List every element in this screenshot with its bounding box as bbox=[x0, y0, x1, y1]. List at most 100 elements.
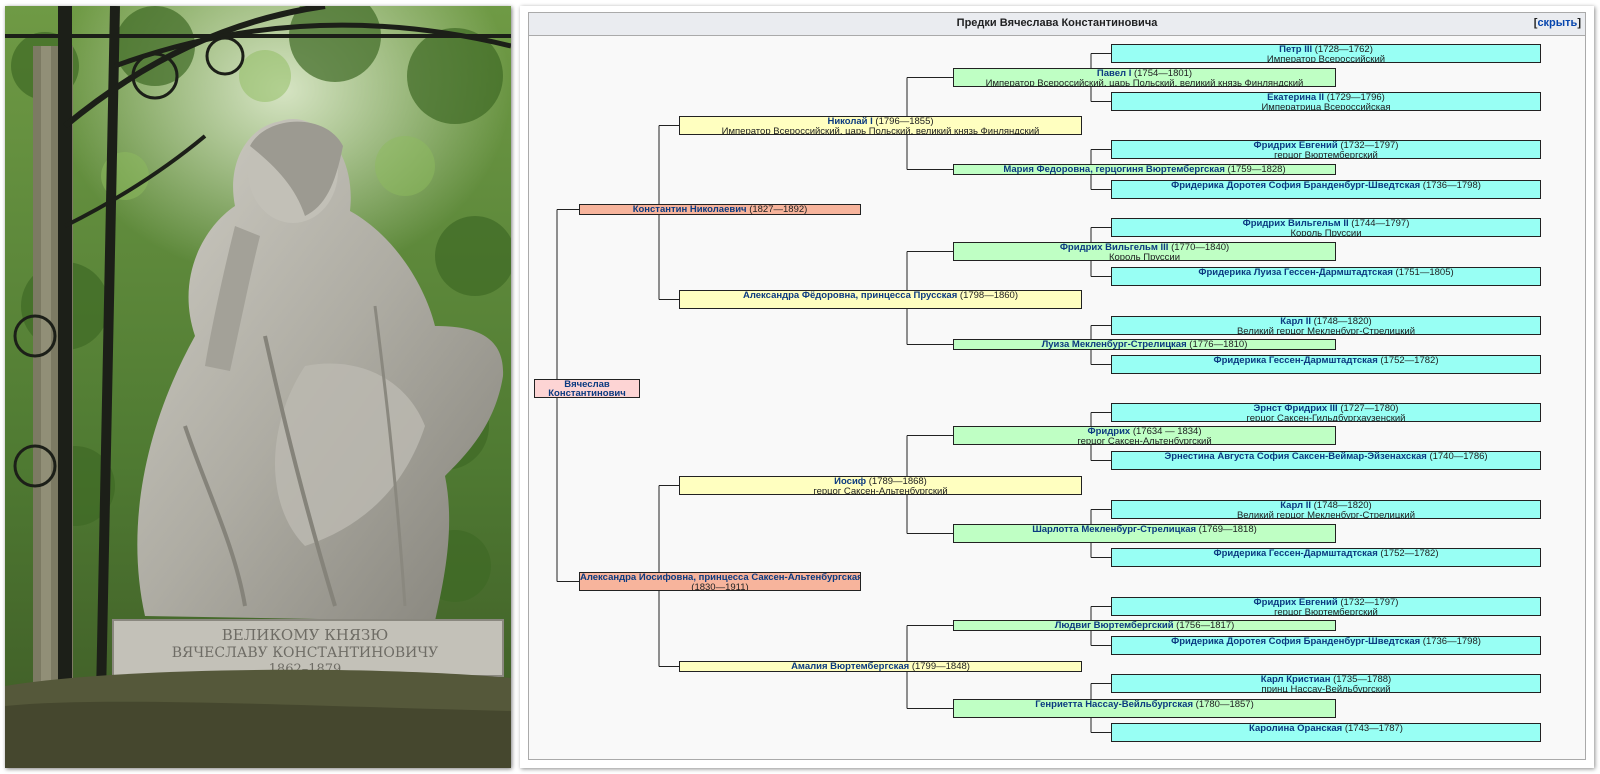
person-name-link[interactable]: Фридрих bbox=[1087, 426, 1131, 437]
ancestry-panel: Предки Вячеслава Константиновича [скрыть… bbox=[520, 6, 1594, 768]
person-box-gen3[interactable]: Мария Федоровна, герцогиня Вюртембергска… bbox=[953, 164, 1336, 175]
person-box-gen3[interactable]: Луиза Мекленбург-Стрелицкая (1776—1810) bbox=[953, 339, 1336, 350]
monument-photo: ВЕЛИКОМУ КНЯЗЮ ВЯЧЕСЛАВУ КОНСТАНТИНОВИЧУ… bbox=[5, 6, 511, 768]
person-name-link[interactable]: Генриетта Нассау-Вейльбургская bbox=[1035, 699, 1194, 710]
person-box-gen0[interactable]: Вячеслав Константинович bbox=[534, 379, 640, 398]
person-box-gen3[interactable]: Шарлотта Мекленбург-Стрелицкая (1769—181… bbox=[953, 524, 1336, 543]
person-box-gen1[interactable]: Александра Иосифовна, принцесса Саксен-А… bbox=[579, 572, 861, 591]
person-name-link[interactable]: Людвиг Вюртембергский bbox=[1054, 620, 1174, 631]
person-box-gen4[interactable]: Фридрих Евгений (1732—1797)герцог Вюртем… bbox=[1111, 140, 1541, 159]
person-dates: (17634 — 1834) bbox=[1130, 426, 1202, 437]
person-box-gen3[interactable]: Фридрих Вильгельм III (1770—1840)Король … bbox=[953, 242, 1336, 261]
person-dates: (1732—1797) bbox=[1337, 597, 1399, 608]
person-name-link[interactable]: Луиза Мекленбург-Стрелицкая bbox=[1041, 339, 1187, 350]
person-box-gen4[interactable]: Фридерика Доротея София Бранденбург-Швед… bbox=[1111, 180, 1541, 199]
person-name-link[interactable]: Амалия Вюртембергская bbox=[791, 661, 910, 672]
person-box-gen4[interactable]: Петр III (1728—1762)Император Всероссийс… bbox=[1111, 44, 1541, 63]
person-box-gen4[interactable]: Фридерика Доротея София Бранденбург-Швед… bbox=[1111, 636, 1541, 655]
person-dates: (1827—1892) bbox=[746, 204, 808, 215]
person-box-gen3[interactable]: Генриетта Нассау-Вейльбургская (1780—185… bbox=[953, 699, 1336, 718]
person-name-link[interactable]: Фридерика Доротея София Бранденбург-Швед… bbox=[1171, 636, 1421, 647]
person-box-gen3[interactable]: Людвиг Вюртембергский (1756—1817) bbox=[953, 620, 1336, 631]
person-box-gen4[interactable]: Эрнст Фридрих III (1727—1780)герцог Сакс… bbox=[1111, 403, 1541, 422]
person-name-link[interactable]: Павел I bbox=[1096, 68, 1132, 79]
person-box-gen4[interactable]: Фридерика Гессен-Дармштадтская (1752—178… bbox=[1111, 548, 1541, 567]
person-name-link[interactable]: Екатерина II bbox=[1267, 92, 1325, 103]
mourning-statue bbox=[137, 119, 504, 622]
person-box-gen1[interactable]: Константин Николаевич (1827—1892) bbox=[579, 204, 861, 215]
person-dates: (1770—1840) bbox=[1168, 242, 1230, 253]
person-dates: (1735—1788) bbox=[1330, 674, 1392, 685]
person-dates: (1799—1848) bbox=[909, 661, 970, 672]
person-name-link[interactable]: Фридрих Вильгельм III bbox=[1059, 242, 1169, 253]
tree-title: Предки Вячеслава Константиновича bbox=[956, 17, 1158, 29]
person-box-gen4[interactable]: Эрнестина Августа София Саксен-Веймар-Эй… bbox=[1111, 451, 1541, 470]
person-name-link[interactable]: Карл II bbox=[1280, 500, 1311, 511]
person-title: Великий герцог Мекленбург-Стрелицкий bbox=[1236, 326, 1416, 335]
person-title: принц Нассау-Вейльбургский bbox=[1261, 684, 1391, 693]
person-name-link[interactable]: Фридрих Евгений bbox=[1253, 597, 1338, 608]
person-dates: (1732—1797) bbox=[1337, 140, 1399, 151]
person-box-gen4[interactable]: Фридрих Евгений (1732—1797)герцог Вюртем… bbox=[1111, 597, 1541, 616]
person-box-gen4[interactable]: Каролина Оранская (1743—1787) bbox=[1111, 723, 1541, 742]
person-name-link[interactable]: Николай I bbox=[827, 116, 873, 127]
person-title: Император Всероссийский, царь Польский, … bbox=[721, 126, 1040, 135]
person-title: Великий герцог Мекленбург-Стрелицкий bbox=[1236, 510, 1416, 519]
person-name-link[interactable]: Эрнст Фридрих III bbox=[1253, 403, 1338, 414]
person-title: Император Всероссийский bbox=[1266, 54, 1386, 63]
person-name-link[interactable]: Каролина Оранская bbox=[1249, 723, 1343, 734]
person-box-gen4[interactable]: Фридерика Луиза Гессен-Дармштадтская (17… bbox=[1111, 267, 1541, 286]
person-name-link[interactable]: Вячеслав Константинович bbox=[548, 379, 626, 398]
person-box-gen2[interactable]: Александра Фёдоровна, принцесса Прусская… bbox=[679, 290, 1082, 309]
person-name-link[interactable]: Фридерика Луиза Гессен-Дармштадтская bbox=[1198, 267, 1393, 278]
person-box-gen4[interactable]: Карл Кристиан (1735—1788)принц Нассау-Ве… bbox=[1111, 674, 1541, 693]
person-title: Король Пруссии bbox=[1290, 228, 1362, 237]
person-box-gen4[interactable]: Карл II (1748—1820)Великий герцог Меклен… bbox=[1111, 316, 1541, 335]
person-dates: (1759—1828) bbox=[1224, 164, 1286, 175]
person-name-link[interactable]: Карл II bbox=[1280, 316, 1311, 327]
person-dates: (1780—1857) bbox=[1193, 699, 1254, 710]
person-box-gen2[interactable]: Николай I (1796—1855)Император Всероссий… bbox=[679, 116, 1082, 135]
person-dates: (1751—1805) bbox=[1392, 267, 1454, 278]
person-name-link[interactable]: Константин Николаевич bbox=[632, 204, 747, 215]
person-dates: (1769—1818) bbox=[1196, 524, 1257, 535]
person-name-link[interactable]: Александра Фёдоровна, принцесса Прусская bbox=[743, 290, 958, 301]
person-name-link[interactable]: Фридерика Гессен-Дармштадтская bbox=[1213, 355, 1378, 366]
person-name-link[interactable]: Фридерика Гессен-Дармштадтская bbox=[1213, 548, 1378, 559]
person-box-gen3[interactable]: Павел I (1754—1801)Император Всероссийск… bbox=[953, 68, 1336, 87]
person-box-gen2[interactable]: Амалия Вюртембергская (1799—1848) bbox=[679, 661, 1082, 672]
iron-gazebo bbox=[5, 6, 511, 697]
person-name-link[interactable]: Мария Федоровна, герцогиня Вюртембергска… bbox=[1003, 164, 1225, 175]
person-dates: (1728—1762) bbox=[1312, 44, 1373, 55]
person-name-link[interactable]: Иосиф bbox=[834, 476, 867, 487]
person-title: герцог Саксен-Альтенбургский bbox=[1077, 436, 1212, 445]
person-dates: (1789—1868) bbox=[866, 476, 927, 487]
person-name-link[interactable]: Петр III bbox=[1279, 44, 1313, 55]
person-name-link[interactable]: Шарлотта Мекленбург-Стрелицкая bbox=[1032, 524, 1197, 535]
person-name-link[interactable]: Фридерика Доротея София Бранденбург-Швед… bbox=[1171, 180, 1421, 191]
person-box-gen4[interactable]: Фридрих Вильгельм II (1744—1797)Король П… bbox=[1111, 218, 1541, 237]
person-box-gen2[interactable]: Иосиф (1789—1868)герцог Саксен-Альтенбур… bbox=[679, 476, 1082, 495]
person-name-link[interactable]: Александра Иосифовна, принцесса Саксен-А… bbox=[580, 572, 861, 583]
person-name-link[interactable]: Фридрих Евгений bbox=[1253, 140, 1338, 151]
person-dates: (1727—1780) bbox=[1337, 403, 1399, 414]
ancestry-tree-box: Предки Вячеслава Константиновича [скрыть… bbox=[528, 12, 1586, 760]
person-box-gen3[interactable]: Фридрих (17634 — 1834)герцог Саксен-Альт… bbox=[953, 426, 1336, 445]
person-name-link[interactable]: Эрнестина Августа София Саксен-Веймар-Эй… bbox=[1164, 451, 1427, 462]
person-dates: (1736—1798) bbox=[1420, 636, 1481, 647]
person-dates: (1798—1860) bbox=[957, 290, 1018, 301]
person-dates: (1748—1820) bbox=[1310, 316, 1372, 327]
person-title: герцог Саксен-Альтенбургский bbox=[813, 486, 948, 495]
person-name-link[interactable]: Фридрих Вильгельм II bbox=[1242, 218, 1349, 229]
person-title: Император Всероссийский, царь Польский, … bbox=[985, 78, 1304, 87]
person-box-gen4[interactable]: Карл II (1748—1820)Великий герцог Меклен… bbox=[1111, 500, 1541, 519]
person-name-link[interactable]: Карл Кристиан bbox=[1260, 674, 1331, 685]
hide-toggle-button[interactable]: [скрыть] bbox=[1533, 17, 1581, 29]
person-box-gen4[interactable]: Фридерика Гессен-Дармштадтская (1752—178… bbox=[1111, 355, 1541, 374]
person-box-gen4[interactable]: Екатерина II (1729—1796)Императрица Всер… bbox=[1111, 92, 1541, 111]
person-dates: (1756—1817) bbox=[1173, 620, 1235, 631]
person-title: герцог Вюртембергский bbox=[1274, 150, 1378, 159]
person-dates: (1743—1787) bbox=[1342, 723, 1403, 734]
person-title: Императрица Всероссийская bbox=[1261, 102, 1391, 111]
pedestal-inscription-line1: ВЕЛИКОМУ КНЯЗЮ bbox=[222, 626, 389, 644]
